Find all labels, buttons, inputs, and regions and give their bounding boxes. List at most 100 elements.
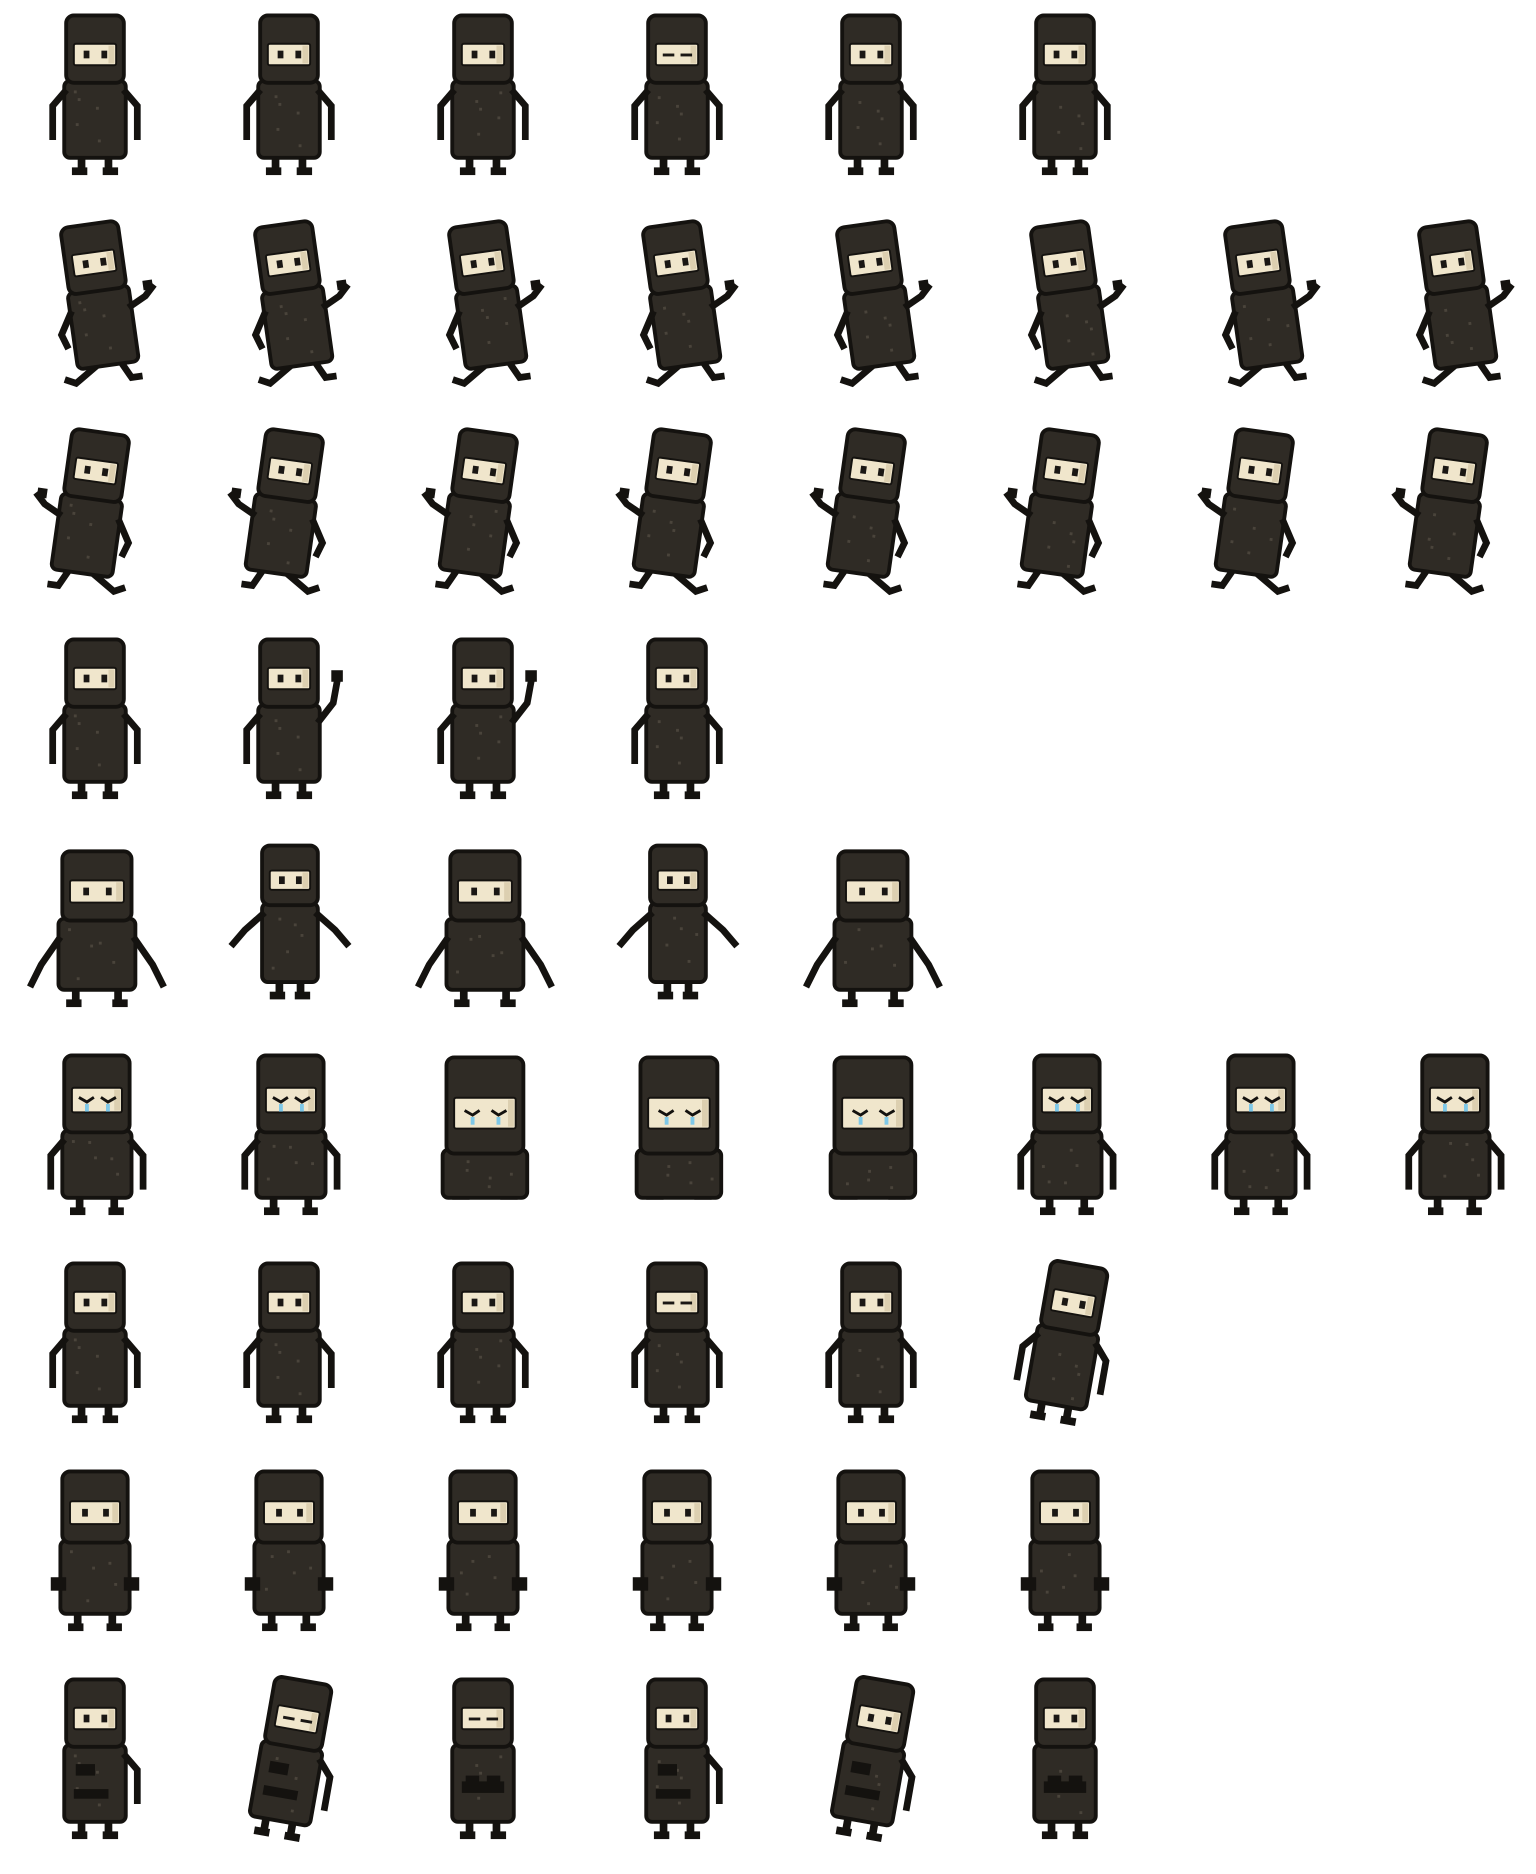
- suit-speck: [872, 1569, 876, 1573]
- right-foot: [684, 1415, 701, 1424]
- left-arm: [631, 1335, 651, 1388]
- waving-arm: [509, 677, 535, 725]
- ninja-arms: [631, 711, 723, 764]
- suit-speck: [676, 1768, 679, 1772]
- ninja-character: [1027, 219, 1127, 388]
- left-leg: [73, 1613, 82, 1626]
- left-foot: [454, 999, 470, 1008]
- sprite-frame: [214, 1042, 364, 1250]
- ninja-arms: [437, 670, 537, 764]
- ninja-body: [634, 1147, 724, 1200]
- ninja-figure: [248, 1675, 334, 1842]
- front-leg: [628, 566, 655, 590]
- ninja-arms: [844, 1757, 916, 1812]
- animation-row-hands-on-hips: [0, 1458, 1536, 1666]
- ninja-eyes: [859, 1298, 884, 1307]
- back-leg: [839, 362, 876, 388]
- ninja-legs: [264, 1197, 318, 1216]
- ninja-legs: [63, 358, 144, 388]
- left-leg: [663, 982, 672, 994]
- ninja-sprite-icon: [1197, 427, 1297, 596]
- face-shadow: [1078, 45, 1085, 64]
- ninja-face: [652, 248, 700, 278]
- sprite-frame: [20, 1042, 170, 1250]
- ninja-legs: [1210, 566, 1291, 596]
- ninja-figure: [47, 1053, 147, 1216]
- suit-speck: [895, 1585, 898, 1589]
- right-leg: [298, 157, 307, 170]
- ninja-sprite-icon: [826, 1469, 916, 1632]
- suit-speck: [1269, 537, 1273, 542]
- waving-hand: [525, 670, 537, 682]
- ninja-legs: [459, 157, 507, 176]
- ninja-arms: [438, 1577, 528, 1591]
- ninja-sprite-icon: [632, 1469, 722, 1632]
- ninja-legs: [1428, 1197, 1482, 1216]
- ninja-sprite-icon: [62, 1677, 141, 1840]
- ninja-face: [72, 456, 120, 486]
- ninja-character: [1405, 1053, 1505, 1216]
- back-arm: [1473, 517, 1491, 559]
- face-shadow: [688, 251, 697, 270]
- ninja-arms: [251, 279, 351, 351]
- ninja-body: [1030, 1128, 1104, 1200]
- suit-speck: [459, 1571, 463, 1575]
- sprite-frame: [602, 834, 752, 1042]
- front-leg: [434, 566, 461, 590]
- ninja-body: [644, 702, 710, 784]
- sprite-frame: [20, 1458, 170, 1666]
- ninja-character: [47, 1053, 147, 1216]
- suit-speck: [876, 1357, 880, 1361]
- left-tear: [1443, 1103, 1447, 1112]
- sprite-frame: [602, 418, 752, 626]
- left-eye: [859, 887, 866, 896]
- left-leg: [461, 1613, 470, 1626]
- suit-speck: [88, 1141, 92, 1144]
- right-leg: [1080, 1197, 1089, 1210]
- suit-speck: [655, 1369, 659, 1373]
- right-foot: [882, 1623, 898, 1632]
- face-shadow: [302, 45, 309, 64]
- front-leg: [1016, 566, 1043, 590]
- ninja-body: [243, 491, 318, 579]
- face-shadow: [500, 1503, 507, 1523]
- ninja-figure: [437, 1261, 529, 1424]
- suit-speck: [679, 1360, 683, 1364]
- left-foot: [653, 791, 670, 800]
- left-leg: [77, 157, 86, 170]
- ninja-face: [72, 1706, 118, 1731]
- right-leg: [686, 1405, 695, 1418]
- fist: [142, 279, 154, 291]
- ninja-character: [50, 1469, 140, 1632]
- sprite-frame: [408, 1250, 558, 1458]
- ninja-sprite-icon: [228, 843, 352, 1000]
- back-arm: [1085, 517, 1103, 559]
- ninja-arms: [1405, 1137, 1505, 1190]
- right-leg: [298, 1405, 307, 1418]
- back-leg: [866, 570, 903, 596]
- right-eye: [101, 1298, 108, 1307]
- right-foot: [102, 791, 119, 800]
- ninja-arms: [49, 1335, 141, 1388]
- front-arm: [708, 282, 739, 311]
- right-leg: [1274, 1197, 1283, 1210]
- ninja-eyes: [472, 465, 497, 477]
- ninja-arms: [1003, 487, 1103, 559]
- ninja-legs: [456, 1613, 510, 1632]
- ninja-eyes: [867, 1713, 892, 1726]
- left-arm: [1405, 1137, 1426, 1190]
- ninja-sprite-icon: [440, 1055, 530, 1200]
- ninja-eyes: [1054, 465, 1079, 477]
- ninja-eyes: [1053, 50, 1078, 59]
- ninja-figure: [49, 637, 141, 800]
- suit-speck: [1477, 1173, 1480, 1177]
- ninja-figure: [1020, 1469, 1110, 1632]
- ninja-sprite-icon: [49, 637, 141, 800]
- ninja-character: [251, 219, 351, 388]
- right-leg: [104, 781, 113, 794]
- suit-speck: [505, 321, 509, 326]
- ninja-eyes: [82, 257, 107, 269]
- ninja-sprite-icon: [825, 1261, 917, 1424]
- suit-speck: [879, 944, 883, 948]
- ninja-body: [62, 702, 128, 784]
